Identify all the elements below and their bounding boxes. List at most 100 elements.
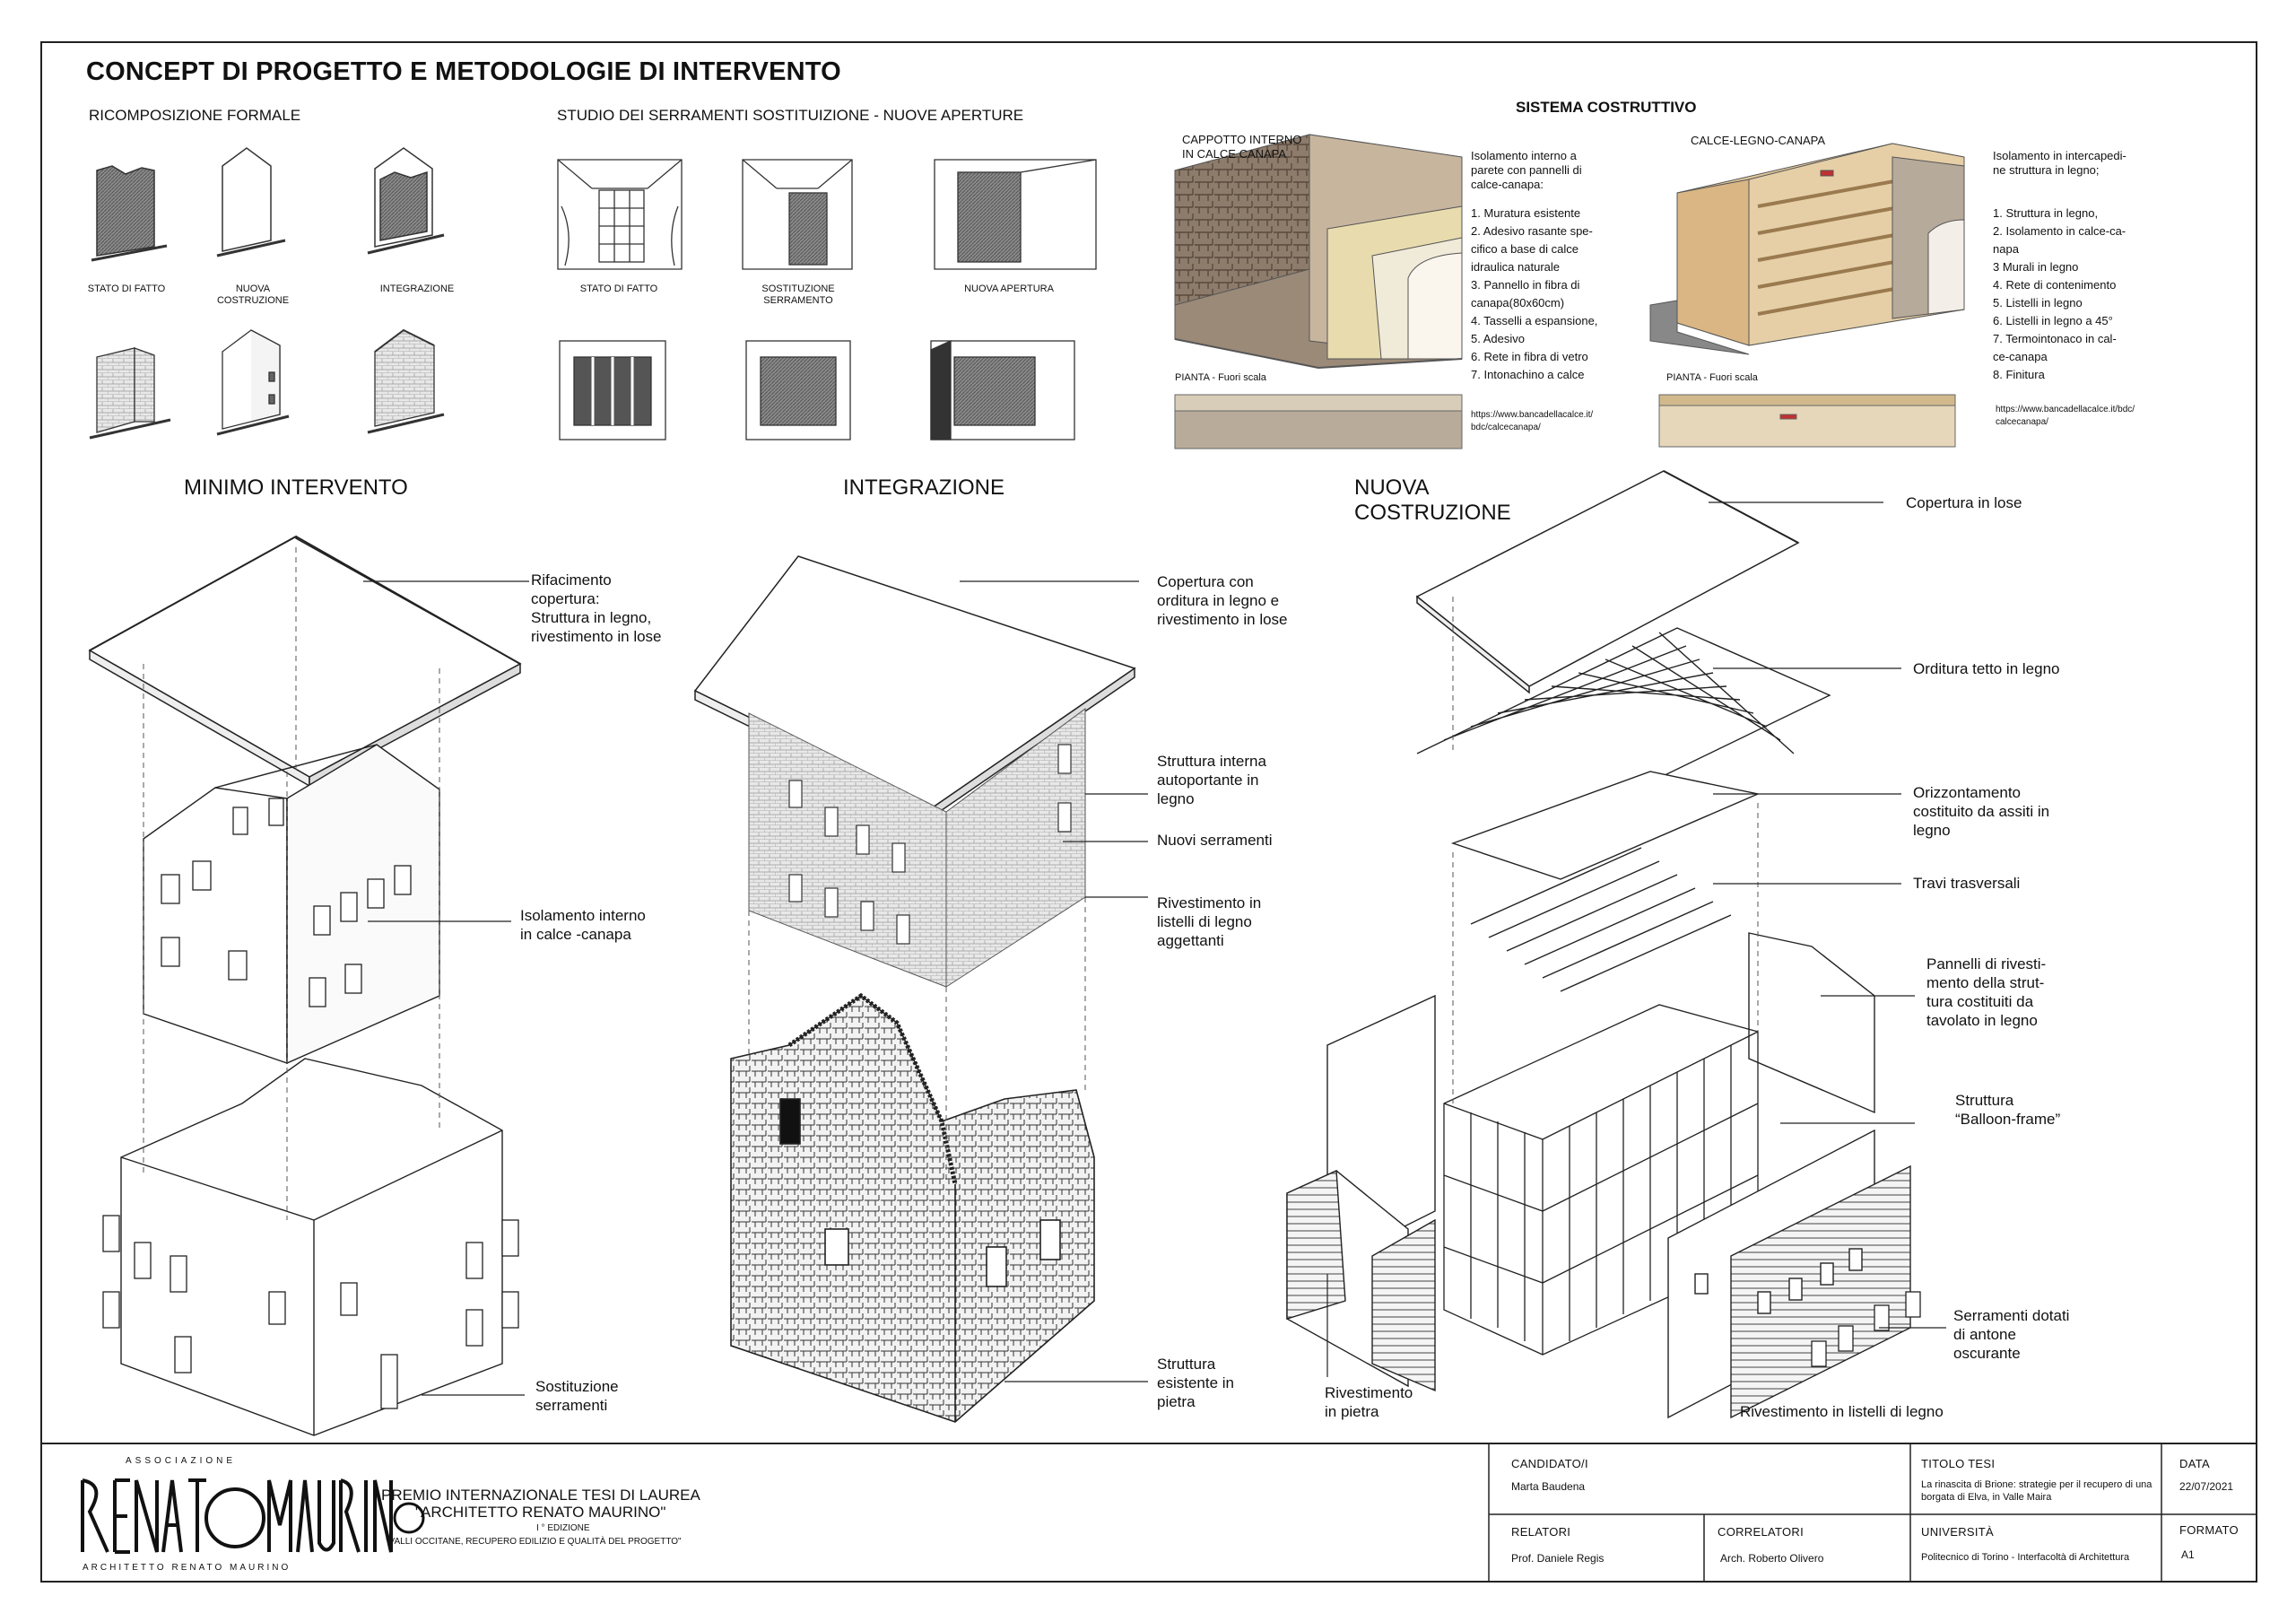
prize-edition: I ° EDIZIONE (536, 1523, 590, 1533)
nuova-beams (1470, 847, 1732, 992)
caption-serr-nuova: NUOVA APERTURA (964, 283, 1054, 294)
calce-legno-item: 3 Murali in legno (1993, 260, 2079, 274)
minimo-roof (88, 535, 522, 788)
calce-legno-item: 1. Struttura in legno, (1993, 206, 2099, 220)
data-heading: DATA (2179, 1457, 2210, 1470)
nuova-roof (1415, 470, 1800, 694)
section-nuova-costruzione: NUOVA COSTRUZIONE (1354, 475, 1511, 525)
sistema-heading: SISTEMA COSTRUTTIVO (1516, 99, 1697, 116)
calce-legno-pianta: PIANTA - Fuori scala (1666, 372, 1758, 383)
serr-plan-2 (745, 340, 851, 440)
nuova-rafters (1416, 627, 1831, 835)
nuova-wood-cladding (1667, 1129, 1911, 1419)
pianta-cappotto (1174, 394, 1463, 449)
label-orizzontamento: Orizzontamento costituito da assiti in l… (1913, 784, 2050, 839)
cappotto-desc: Isolamento interno a parete con pannelli… (1471, 149, 1582, 191)
calce-legno-item: 5. Listelli in legno (1993, 296, 2083, 310)
cappotto-item: 5. Adesivo (1471, 332, 1525, 345)
nuova-balloon-frame (1443, 1004, 1759, 1356)
caption-integrazione: INTEGRAZIONE (379, 283, 455, 294)
cappotto-item: 4. Tasselli a espansione, (1471, 314, 1598, 327)
calce-legno-list: 1. Struttura in legno, 2. Isolamento in … (1993, 205, 2154, 384)
nuova-dash-lines (1452, 597, 1759, 1103)
nuova-floor (1450, 771, 1761, 880)
candidato-value: Marta Baudena (1511, 1480, 1586, 1493)
label-pannelli-rivestimento: Pannelli di rivesti- mento della strut- … (1926, 955, 2047, 1029)
label-orditura-tetto: Orditura tetto in legno (1913, 660, 2060, 677)
label-struttura-esistente: Struttura esistente in pietra (1157, 1356, 1234, 1410)
calce-legno-item: 4. Rete di contenimento (1993, 278, 2117, 292)
section-integrazione: INTEGRAZIONE (843, 475, 1005, 500)
formato-heading: FORMATO (2179, 1523, 2239, 1537)
caption-serr-sostituzione: SOSTITUZIONE SERRAMENTO (761, 283, 835, 306)
label-rifacimento-copertura: Rifacimento copertura: Struttura in legn… (531, 571, 662, 645)
correlatori-heading: CORRELATORI (1718, 1525, 1805, 1539)
caption-nuova-costruzione: NUOVA COSTRUZIONE (216, 283, 290, 306)
section-minimo-intervento: MINIMO INTERVENTO (184, 475, 408, 500)
thumb-integrazione (367, 147, 445, 255)
prize-line-1: PREMIO INTERNAZIONALE TESI DI LAUREA (381, 1487, 700, 1504)
label-copertura-lose: Copertura in lose (1906, 494, 2022, 511)
calce-legno-item: 6. Listelli in legno a 45° (1993, 314, 2113, 327)
label-rivestimento-pietra: Rivestimento in pietra (1325, 1384, 1413, 1420)
pianta-calce-legno (1658, 394, 1956, 448)
label-isolamento-interno: Isolamento interno in calce -canapa (520, 907, 646, 943)
cappotto-item: 7. Intonachino a calce (1471, 368, 1585, 381)
calce-legno-item: 2. Isolamento in calce-ca- napa (1993, 224, 2126, 256)
ricomposizione-heading: RICOMPOSIZIONE FORMALE (89, 107, 301, 124)
serr-stato-di-fatto (557, 159, 683, 270)
leader-lines (363, 501, 1946, 1396)
render-cappotto (1174, 134, 1463, 370)
thumb-stato-di-fatto-3d (89, 347, 171, 440)
serr-sostituzione (742, 159, 853, 270)
thumb-integrazione-3d (367, 328, 445, 434)
cappotto-item: 1. Muratura esistente (1471, 206, 1581, 220)
calce-legno-title: CALCE-LEGNO-CANAPA (1691, 134, 1826, 147)
nuova-stone-cladding (1286, 1169, 1436, 1392)
calce-legno-item: 7. Termointonaco in cal- ce-canapa (1993, 332, 2117, 363)
label-nuovi-serramenti: Nuovi serramenti (1157, 832, 1273, 849)
caption-serr-stato: STATO DI FATTO (579, 283, 658, 294)
label-struttura-interna: Struttura interna autoportante in legno (1157, 753, 1266, 807)
nuova-loose-windows (1811, 1291, 1921, 1367)
thumb-stato-di-fatto (91, 165, 168, 262)
label-serramenti-antone: Serramenti dotati di antone oscurante (1953, 1307, 2070, 1362)
titolo-value: La rinascita di Brione: strategie per il… (1921, 1479, 2152, 1503)
minimo-windows (161, 798, 412, 1007)
minimo-base (120, 1058, 503, 1436)
render-calce-legno (1649, 143, 1965, 355)
label-balloon-frame: Struttura “Balloon-frame” (1955, 1092, 2061, 1128)
serramenti-heading: STUDIO DEI SERRAMENTI SOSTITUIZIONE - NU… (557, 107, 1024, 124)
relatori-heading: RELATORI (1511, 1525, 1571, 1539)
integrazione-windows (788, 744, 1072, 945)
cappotto-url: https://www.bancadellacalce.it/ bdc/calc… (1471, 410, 1594, 432)
serr-nuova-apertura (934, 159, 1097, 270)
candidato-heading: CANDIDATO/I (1511, 1457, 1588, 1470)
cappotto-title: CAPPOTTO INTERNO IN CALCE CANAPA (1182, 133, 1302, 161)
thumb-nuova-costruzione (216, 147, 286, 257)
cappotto-item: 2. Adesivo rasante spe- cifico a base di… (1471, 224, 1593, 274)
prize-theme: "VALLI OCCITANE, RECUPERO EDILIZIO E QUA… (386, 1537, 682, 1547)
prize-line-2: "ARCHITETTO RENATO MAURINO" (415, 1504, 666, 1521)
calce-legno-url: https://www.bancadellacalce.it/bdc/ calc… (1996, 405, 2135, 427)
minimo-loose-windows (102, 1215, 519, 1409)
label-travi-trasversali: Travi trasversali (1913, 875, 2021, 892)
title-block (40, 1443, 2257, 1583)
logo-bottom-text: ARCHITETTO RENATO MAURINO (83, 1563, 291, 1573)
serr-plan-1 (559, 340, 666, 440)
universita-heading: UNIVERSITÀ (1921, 1525, 1995, 1539)
calce-legno-desc: Isolamento in intercapedi- ne struttura … (1993, 149, 2126, 177)
thumb-nuova-costruzione-3d (216, 329, 290, 436)
sheet-title: CONCEPT DI PROGETTO E METODOLOGIE DI INT… (86, 57, 841, 86)
cappotto-list: 1. Muratura esistente 2. Adesivo rasante… (1471, 205, 1623, 384)
label-rivestimento-legno: Rivestimento in listelli di legno (1740, 1403, 1944, 1420)
data-value: 22/07/2021 (2179, 1480, 2234, 1493)
logo-top-text: ASSOCIAZIONE (126, 1456, 237, 1466)
label-rivestimento-listelli: Rivestimento in listelli di legno aggett… (1157, 894, 1262, 949)
integrazione-dash-lines (748, 897, 1086, 1184)
label-copertura-orditura: Copertura con orditura in legno e rivest… (1157, 573, 1288, 628)
relatori-value: Prof. Daniele Regis (1511, 1552, 1605, 1565)
serr-plan-3 (930, 339, 1075, 440)
integrazione-ruin (730, 992, 1095, 1423)
